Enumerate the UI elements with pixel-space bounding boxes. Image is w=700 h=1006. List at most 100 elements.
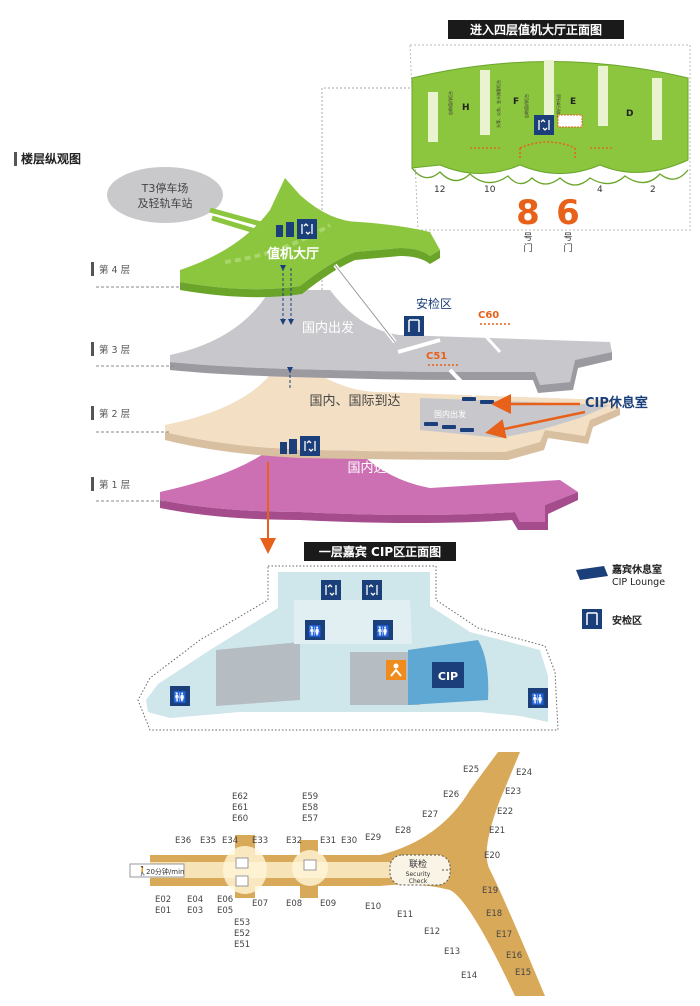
luggage-icon [276, 225, 283, 237]
floor-label-4-text: 第 4 层 [99, 264, 130, 276]
floor-label-3-text: 第 3 层 [99, 344, 130, 356]
gate-label: E14 [461, 971, 477, 981]
restroom-icon [528, 688, 548, 708]
cip-outline [137, 565, 559, 731]
floor-label-4: 第 4 层 [91, 262, 185, 288]
gate-label: E60 [232, 814, 248, 824]
view-frame [409, 44, 691, 231]
gate-label: E13 [444, 947, 460, 957]
luggage-icon [286, 222, 294, 237]
floor-1-name: 国内远机位 [347, 460, 412, 476]
gate-label: E11 [397, 910, 413, 920]
gate-label: E25 [463, 765, 479, 775]
floor-4-name: 值机大厅 [267, 246, 319, 262]
overview-marker [14, 152, 17, 166]
gate-label: E12 [424, 927, 440, 937]
gate-c51: C51 [426, 351, 447, 362]
legend: 嘉宾休息室 CIP Lounge 安检区 [576, 563, 665, 629]
gate-label: E17 [496, 930, 512, 940]
counter-row [428, 92, 438, 142]
cip-view-title: 一层嘉宾 CIP区正面图 [319, 544, 441, 559]
gate-label: E16 [506, 951, 522, 961]
counter-row [598, 66, 608, 126]
door-8: 8 [516, 193, 540, 233]
elevator-icon [362, 580, 382, 600]
restroom-icon [305, 620, 325, 640]
parking-area [107, 167, 223, 223]
luggage-icon [289, 439, 297, 454]
gate-label: E10 [365, 902, 381, 912]
counter-row [480, 70, 490, 135]
parking-line2: 及轻轨车站 [138, 196, 193, 210]
gate-label: E53 [234, 918, 250, 928]
escalator-icon [235, 875, 249, 887]
gate-label: E58 [302, 803, 318, 813]
gate-label: E18 [486, 909, 502, 919]
gate-c60: C60 [478, 310, 499, 321]
lounge-icon [442, 425, 456, 429]
door-10: 10 [484, 185, 496, 195]
fourth-floor-view-title-bar [448, 20, 624, 39]
gate-label: E51 [234, 940, 250, 950]
gate-label: E20 [484, 851, 500, 861]
floor-label-1-text: 第 1 层 [99, 479, 130, 491]
row-f-label: F [513, 97, 519, 107]
walkway [448, 368, 477, 398]
counter-row [652, 78, 662, 140]
gate-label: E01 [155, 906, 171, 916]
gate-label: E23 [505, 787, 521, 797]
security-check-box [389, 854, 451, 886]
gate-label: E05 [217, 906, 233, 916]
row-d-label: D [626, 109, 633, 119]
svg-text:🚻: 🚻 [173, 691, 187, 704]
gate-label: E02 [155, 895, 171, 905]
door-2: 2 [650, 185, 656, 195]
escalator-icon [303, 859, 317, 871]
lounge-icon [460, 428, 474, 432]
legend-security-cn: 安检区 [612, 614, 642, 627]
row-h-label: H [462, 103, 470, 113]
svg-text:🚻: 🚻 [376, 625, 390, 638]
lounge-icon [480, 400, 494, 404]
floor-2-name: 国内、国际到达 [309, 393, 400, 409]
restroom-icon [373, 620, 393, 640]
escalator-icon [235, 857, 249, 869]
counter-label: 自助行李托运 [555, 94, 561, 118]
elevator-icon [297, 219, 317, 239]
security-check-cn: 联检 [409, 858, 427, 870]
gate-label: E35 [200, 836, 216, 846]
gate-label: E19 [482, 886, 498, 896]
door-4: 4 [597, 185, 603, 195]
cip-view-title-bar [304, 542, 456, 561]
leader-line [321, 87, 412, 290]
gate-label: E04 [187, 895, 203, 905]
door-men: 门 [523, 242, 532, 254]
gate-label: E57 [302, 814, 318, 824]
lounge-icon [424, 422, 438, 426]
elevator-icon [300, 436, 320, 456]
counter-label: 头等、公务、金卡旅客柜台 [495, 80, 501, 128]
walkway [397, 338, 441, 354]
parking-line1: T3停车场 [141, 181, 189, 195]
cip-front-view: 一层嘉宾 CIP区正面图 🚻 🚻 CIP 🚻 🚻 [137, 542, 559, 731]
svg-text:🚻: 🚻 [531, 693, 545, 706]
svg-text:🚻: 🚻 [308, 625, 322, 638]
door-hao: 号 [563, 232, 572, 243]
gate-label: E59 [302, 792, 318, 802]
security-check-icon [404, 316, 424, 336]
cip-badge-text: CIP [438, 670, 458, 683]
floor-label-3: 第 3 层 [91, 342, 175, 367]
lounge-icon [462, 397, 476, 401]
gate-label: E27 [422, 810, 438, 820]
fourth-floor-view-title: 进入四层值机大厅正面图 [470, 22, 602, 37]
gate-label: E52 [234, 929, 250, 939]
gate-label: E34 [222, 836, 238, 846]
counter-label: 自助值机柜台 [447, 91, 453, 115]
gate-label: E31 [320, 836, 336, 846]
cip-lounge-callout: CIP休息室 [585, 395, 648, 411]
walkway [478, 328, 502, 354]
overview-title: 楼层纵观图 [21, 151, 81, 166]
door-hao: 号 [523, 232, 532, 243]
elevator-icon [534, 115, 554, 135]
